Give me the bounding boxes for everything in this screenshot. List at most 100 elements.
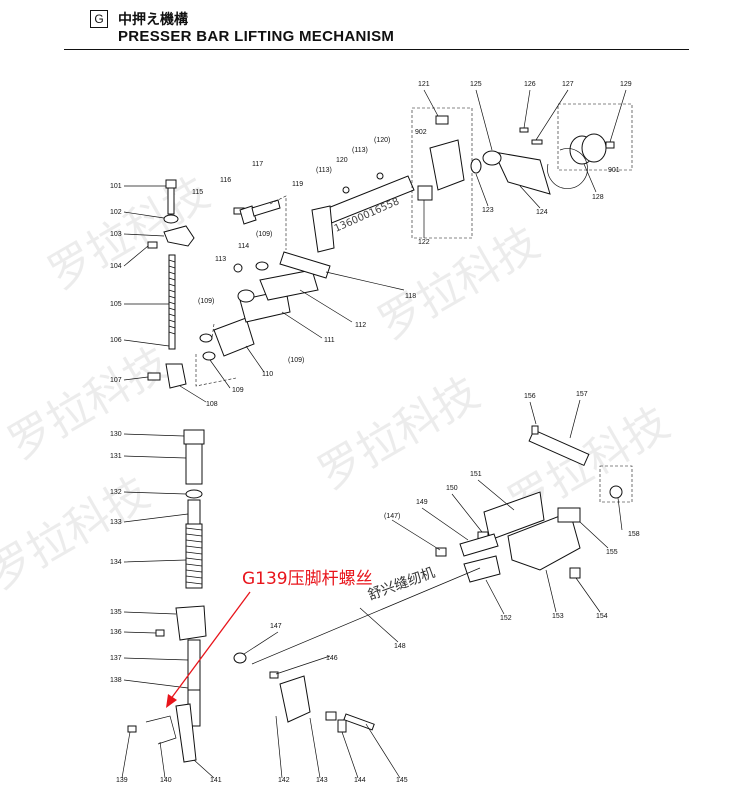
watermark-3: 罗拉科技 bbox=[0, 337, 178, 469]
callout-box-158 bbox=[599, 465, 633, 503]
label-130: 130 bbox=[110, 431, 122, 438]
title-japanese: 中押え機構 bbox=[118, 11, 188, 27]
lifting-link-assembly bbox=[233, 425, 633, 733]
label-125: 125 bbox=[470, 81, 482, 88]
label-109-paren-b: (109) bbox=[256, 231, 272, 238]
label-158: 158 bbox=[628, 531, 640, 538]
part-149-plate bbox=[459, 533, 499, 557]
label-106: 106 bbox=[110, 337, 122, 344]
part-142-bracket bbox=[279, 675, 311, 723]
label-128: 128 bbox=[592, 194, 604, 201]
label-133: 133 bbox=[110, 519, 122, 526]
label-144: 144 bbox=[354, 777, 366, 784]
part-108-bracket bbox=[165, 363, 187, 389]
label-113-paren-b: (113) bbox=[352, 147, 368, 154]
label-121: 121 bbox=[418, 81, 430, 88]
label-139: 139 bbox=[116, 777, 128, 784]
label-901: 901 bbox=[608, 167, 620, 174]
label-132: 132 bbox=[110, 489, 122, 496]
part-157-shaft bbox=[528, 429, 590, 467]
label-149: 149 bbox=[416, 499, 428, 506]
label-109-paren-a: (109) bbox=[198, 298, 214, 305]
label-902: 902 bbox=[415, 129, 427, 136]
part-109-screw-b bbox=[202, 351, 216, 361]
part-139-screw bbox=[127, 725, 137, 733]
part-135-guide-block bbox=[175, 605, 207, 641]
label-127: 127 bbox=[562, 81, 574, 88]
part-148-rod bbox=[251, 567, 481, 665]
label-146: 146 bbox=[326, 655, 338, 662]
part-129-screw bbox=[605, 141, 615, 149]
label-134: 134 bbox=[110, 559, 122, 566]
part-102-nut bbox=[163, 214, 179, 224]
label-141: 141 bbox=[210, 777, 222, 784]
part-114-collar bbox=[237, 289, 255, 303]
label-113: 113 bbox=[215, 256, 226, 263]
label-124: 124 bbox=[536, 209, 548, 216]
title-english: PRESSER BAR LIFTING MECHANISM bbox=[118, 28, 395, 45]
label-108: 108 bbox=[206, 401, 218, 408]
leader-lines bbox=[121, 89, 627, 779]
part-134-spring bbox=[185, 523, 203, 589]
part-143-screw bbox=[325, 711, 337, 721]
part-147-nut bbox=[233, 652, 247, 664]
watermark-6: 罗拉科技 bbox=[0, 467, 158, 599]
part-122-bushing bbox=[417, 185, 433, 201]
part-902-screw bbox=[435, 115, 449, 125]
guide-lines-upper-left bbox=[195, 195, 287, 387]
label-147-paren: (147) bbox=[384, 513, 400, 520]
label-118: 118 bbox=[405, 293, 416, 300]
label-123: 123 bbox=[482, 207, 494, 214]
label-116: 116 bbox=[220, 177, 231, 184]
label-111: 111 bbox=[324, 337, 335, 344]
label-151: 151 bbox=[470, 471, 482, 478]
callout-label: G139压脚杆螺丝 bbox=[242, 569, 373, 589]
label-110: 110 bbox=[262, 371, 273, 378]
part-156-pin bbox=[531, 425, 539, 435]
part-119-crank bbox=[311, 205, 335, 253]
callout-arrowhead bbox=[166, 694, 177, 708]
part-145-pin bbox=[343, 713, 375, 731]
part-133-spring-top bbox=[187, 499, 201, 525]
part-901-ring bbox=[547, 148, 588, 189]
part-154-screw bbox=[569, 567, 581, 579]
label-135: 135 bbox=[110, 609, 122, 616]
part-155-block bbox=[557, 507, 581, 523]
part-132-cap bbox=[185, 489, 203, 499]
label-150: 150 bbox=[446, 485, 458, 492]
label-143: 143 bbox=[316, 777, 328, 784]
label-145: 145 bbox=[396, 777, 408, 784]
label-137: 137 bbox=[110, 655, 122, 662]
label-120: 120 bbox=[336, 157, 348, 164]
part-110-plate bbox=[213, 317, 255, 357]
watermark-4: 罗拉科技 bbox=[310, 367, 488, 499]
label-101: 101 bbox=[110, 183, 122, 190]
part-113-pin-b bbox=[342, 186, 350, 194]
label-155: 155 bbox=[606, 549, 618, 556]
crank-assembly-upper-right bbox=[411, 103, 633, 239]
label-117: 117 bbox=[252, 161, 263, 168]
header-rule bbox=[64, 49, 689, 50]
label-153: 153 bbox=[552, 613, 564, 620]
part-117-chain-link bbox=[251, 199, 281, 217]
part-101-bolt-head bbox=[165, 179, 177, 189]
part-113-pin bbox=[233, 263, 243, 273]
label-119: 119 bbox=[292, 181, 303, 188]
label-120-paren: (120) bbox=[374, 137, 390, 144]
part-131-sleeve bbox=[185, 443, 203, 485]
part-124-lever bbox=[493, 151, 551, 195]
part-144-pin bbox=[337, 719, 347, 733]
rod-thread-lines bbox=[168, 259, 176, 335]
label-142: 142 bbox=[278, 777, 290, 784]
label-103: 103 bbox=[110, 231, 122, 238]
part-147-screw bbox=[435, 547, 447, 557]
part-107-screw bbox=[147, 372, 161, 381]
label-154: 154 bbox=[596, 613, 608, 620]
part-152-block bbox=[463, 555, 501, 583]
part-151-plate bbox=[483, 491, 545, 541]
presser-bar-assembly bbox=[127, 429, 207, 763]
part-128-cam-face bbox=[581, 133, 607, 163]
label-109: 109 bbox=[232, 387, 244, 394]
label-105: 105 bbox=[110, 301, 122, 308]
